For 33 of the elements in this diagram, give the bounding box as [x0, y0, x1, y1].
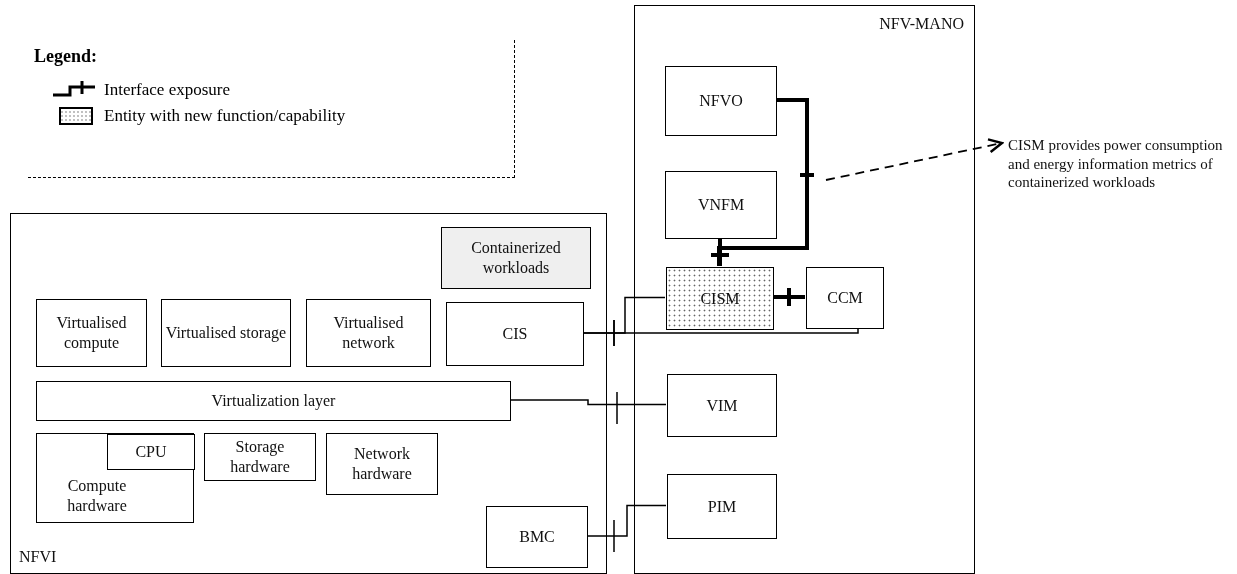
process-box: BMC: [486, 506, 588, 568]
interface-line: [717, 98, 816, 268]
process-box: NFVO: [665, 66, 777, 136]
process-box: CIS: [446, 302, 584, 366]
group-box: [10, 213, 607, 574]
process-box: VNFM: [665, 171, 777, 239]
process-box: Virtualised network: [306, 299, 431, 367]
process-box: Virtualization layer: [36, 381, 511, 421]
interface-line: [771, 286, 807, 308]
interface-line: [586, 504, 667, 553]
legend-text: Entity with new function/capability: [104, 106, 346, 126]
process-box: CISM: [666, 267, 774, 330]
process-box: Storage hardware: [204, 433, 316, 481]
process-box: Network hardware: [326, 433, 438, 495]
interface-line: [582, 319, 859, 347]
legend-title: Legend:: [34, 46, 97, 67]
process-box: Virtualised storage: [161, 299, 291, 367]
legend-text: Interface exposure: [104, 80, 230, 100]
note-text: CISM provides power consumption and energy information metrics of containerized workloads: [1008, 128, 1237, 200]
interface-line: [709, 236, 731, 268]
group-title: Compute hardware: [66, 476, 128, 516]
process-box: PIM: [667, 474, 777, 539]
process-box: Containerized workloads: [441, 227, 591, 289]
group-box: [634, 5, 975, 574]
arrow: [825, 138, 1004, 181]
group-title: NFVI: [19, 547, 57, 567]
interface-line: [509, 391, 667, 425]
process-box: VIM: [667, 374, 777, 437]
group-title: NFV-MANO: [879, 14, 964, 34]
process-box: CPU: [107, 434, 195, 470]
process-box: Virtualised compute: [36, 299, 147, 367]
group-box: [36, 433, 194, 523]
process-box: CCM: [806, 267, 884, 329]
